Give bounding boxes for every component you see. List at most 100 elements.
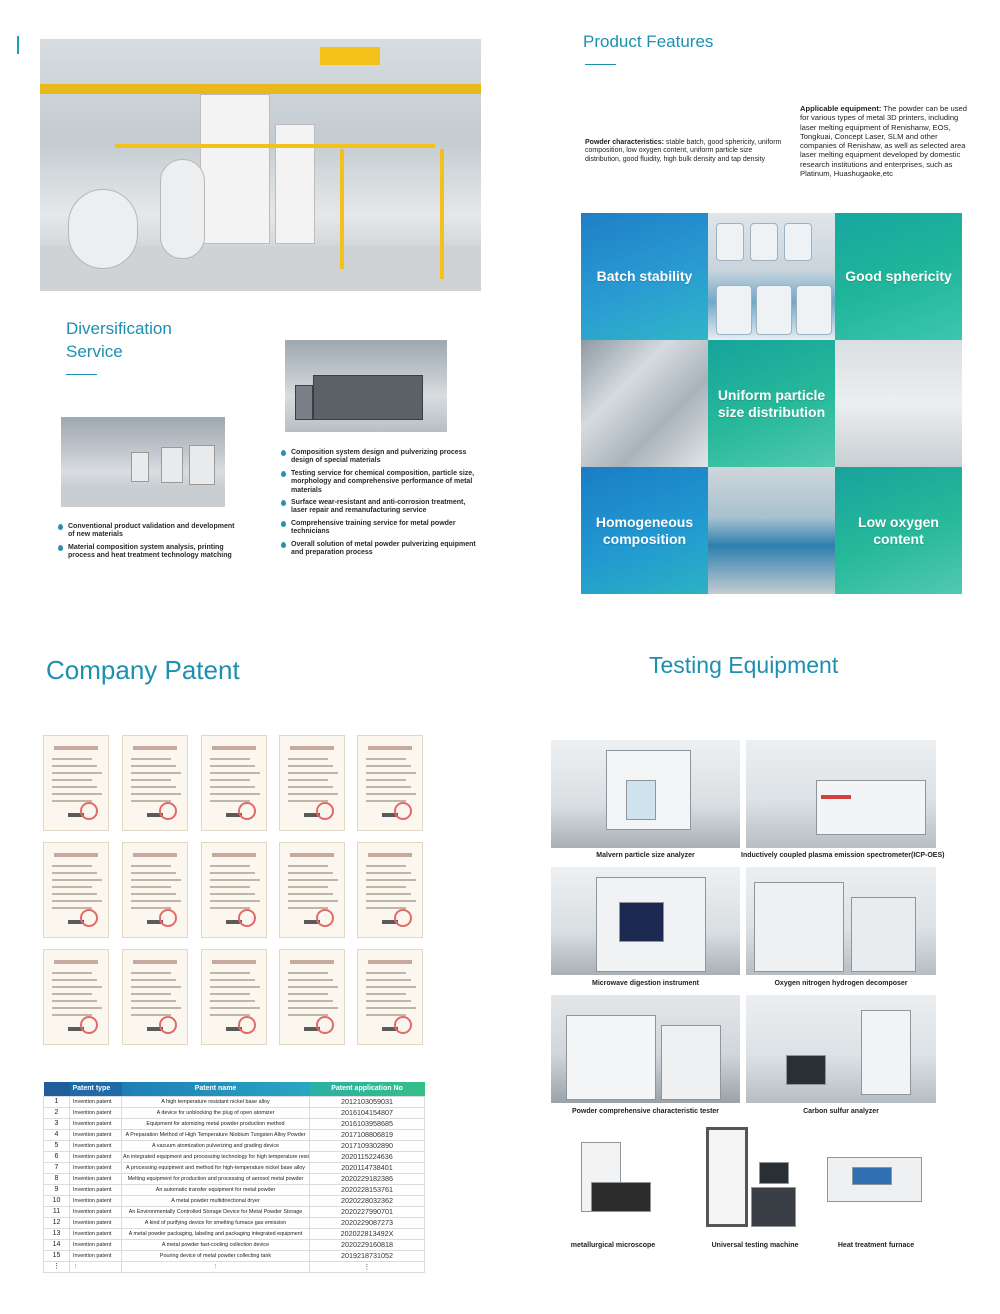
row-patent-name: A kind of purifying device for smelting … [121,1216,310,1229]
patent-certificate-image [279,842,345,938]
row-application-no: 2020227990701 [309,1205,425,1218]
row-index: 11 [43,1205,70,1218]
row-index: 13 [43,1227,70,1240]
onh-decomposer-photo [746,867,936,975]
row-application-no: ⋮ [309,1260,425,1273]
patent-certificate-image [357,735,423,831]
list-item: Overall solution of metal powder pulveri… [280,541,476,558]
row-patent-type: Invention patent [69,1161,122,1174]
diversification-right-list: Composition system design and pulverizin… [280,449,476,561]
row-index: 14 [43,1238,70,1251]
patent-certificate-image [201,735,267,831]
drop-icon [281,500,286,507]
powder-characteristics-body: stable batch, good sphericity, uniform c… [585,139,782,163]
caption-microwave-digestion: Microwave digestion instrument [592,980,699,987]
caption-powder-tester: Powder comprehensive characteristic test… [571,1108,720,1115]
caption-malvern: Malvern particle size analyzer [596,852,695,859]
microscope-photo [551,1122,675,1234]
testing-equipment-title: Testing Equipment [649,652,839,678]
row-index: ⋮ [43,1260,70,1273]
row-index: 12 [43,1216,70,1229]
row-index: 1 [43,1095,70,1108]
powder-characteristics-text: Powder characteristics: stable batch, go… [585,139,785,164]
row-index: 9 [43,1183,70,1196]
row-index: 3 [43,1117,70,1130]
header-application-no: Patent application No [309,1082,425,1096]
applicable-equipment-body: The powder can be used for various types… [800,104,967,179]
product-features-underline [585,64,616,65]
row-patent-type: Invention patent [69,1128,122,1141]
row-application-no: 2020228032362 [309,1194,425,1207]
patent-certificate-image [43,949,109,1045]
row-index: 2 [43,1106,70,1119]
list-item: Surface wear-resistant and anti-corrosio… [280,499,476,516]
row-patent-type: Invention patent [69,1205,122,1218]
applicable-equipment-label: Applicable equipment: [800,104,882,113]
row-patent-name: Pouring device of metal powder collectin… [121,1249,310,1262]
list-item: Material composition system analysis, pr… [57,544,235,561]
patent-certificate-image [201,949,267,1045]
diversification-title-line1: Diversification [66,319,172,338]
row-patent-name: Melting equipment for production and pro… [121,1172,310,1185]
row-patent-name: A device for unblocking the plug of open… [121,1106,310,1119]
patent-certificate-image [357,842,423,938]
drop-icon [281,520,286,527]
patent-certificate-image [122,842,188,938]
patent-certificate-image [43,735,109,831]
row-patent-name: A high temperature resistant nickel base… [121,1095,310,1108]
caption-onh-decomposer: Oxygen nitrogen hydrogen decomposer [774,980,908,987]
company-patent-title: Company Patent [46,655,240,685]
row-patent-type: Invention patent [69,1249,122,1262]
row-patent-type: Invention patent [69,1194,122,1207]
row-application-no: 2012103059031 [309,1095,425,1108]
row-application-no: 2020229182386 [309,1172,425,1185]
row-patent-type: Invention patent [69,1150,122,1163]
patent-certificate-image [201,842,267,938]
feature-tiles-grid: Batch stability Good sphericity Uniform … [581,213,962,594]
row-application-no: 2017108806819 [309,1128,425,1141]
patent-certificate-image [122,949,188,1045]
row-patent-type: Invention patent [69,1106,122,1119]
row-application-no: 2016104154807 [309,1106,425,1119]
accent-bar [17,36,19,54]
row-application-no: 202022813492X [309,1227,425,1240]
row-patent-name: A metal powder packaging, labeling and p… [121,1227,310,1240]
drop-icon [58,544,63,551]
row-patent-name: An automatic transfer equipment for meta… [121,1183,310,1196]
patent-certificate-image [43,842,109,938]
row-patent-name: A Preparation Method of High Temperature… [121,1128,310,1141]
tile-low-oxygen-content: Low oxygen content [835,467,962,594]
row-application-no: 2020114738401 [309,1161,425,1174]
patent-table-header: Patent type Patent name Patent applicati… [43,1082,425,1096]
row-index: 10 [43,1194,70,1207]
tile-good-sphericity: Good sphericity [835,213,962,340]
diversification-service-title: Diversification Service [66,317,172,363]
production-hall-photo [61,417,225,507]
drop-icon [281,470,286,477]
header-index [43,1082,70,1096]
malvern-analyzer-photo [551,740,740,848]
list-item: Comprehensive training service for metal… [280,520,476,537]
row-application-no: 2020229087273 [309,1216,425,1229]
row-patent-type: Invention patent [69,1172,122,1185]
tile-uniform-particle-size: Uniform particle size distribution [708,340,835,467]
caption-icp-oes: Inductively coupled plasma emission spec… [741,852,945,859]
row-patent-type: Invention patent [69,1183,122,1196]
powder-barrels-photo [708,213,835,340]
row-patent-type: ⋮ [69,1260,122,1273]
row-patent-name: A vacuum atomization pulverizing and gra… [121,1139,310,1152]
universal-testing-machine-photo [691,1122,819,1234]
patent-table: Patent type Patent name Patent applicati… [43,1082,425,1273]
row-patent-type: Invention patent [69,1095,122,1108]
drying-ovens-photo [835,340,962,467]
